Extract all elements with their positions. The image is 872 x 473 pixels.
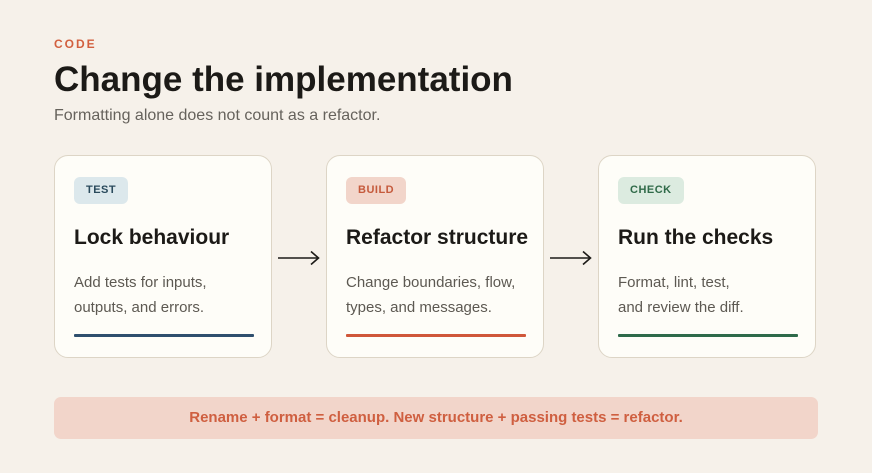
step-accent-bar-check: [618, 334, 798, 337]
page-title: Change the implementation: [54, 60, 513, 99]
step-description-line: types, and messages.: [346, 299, 492, 316]
step-title-build: Refactor structure: [346, 226, 529, 249]
summary-callout: Rename + format = cleanup. New structure…: [54, 397, 818, 439]
step-card-check: CHECK Run the checks Format, lint, test,…: [598, 155, 816, 358]
step-badge-build: BUILD: [346, 177, 407, 204]
step-badge-check: CHECK: [618, 177, 684, 204]
step-description-line: outputs, and errors.: [74, 299, 205, 316]
step-title-check: Run the checks: [618, 226, 774, 249]
step-description-test: Add tests for inputs, outputs, and error…: [74, 270, 207, 320]
step-title-test: Lock behaviour: [74, 226, 230, 249]
step-accent-bar-test: [74, 334, 254, 337]
page-subtitle: Formatting alone does not count as a ref…: [54, 107, 381, 124]
step-description-line: Format, lint, test,: [618, 274, 730, 291]
step-accent-bar-build: [346, 334, 526, 337]
step-description-check: Format, lint, test, and review the diff.: [618, 270, 744, 320]
flow-arrow-icon: [550, 250, 592, 266]
step-description-build: Change boundaries, flow, types, and mess…: [346, 270, 515, 320]
step-description-line: and review the diff.: [618, 299, 744, 316]
step-card-build: BUILD Refactor structure Change boundari…: [326, 155, 544, 358]
step-description-line: Add tests for inputs,: [74, 274, 207, 291]
step-badge-test: TEST: [74, 177, 129, 204]
flow-arrow-icon: [278, 250, 320, 266]
step-description-line: Change boundaries, flow,: [346, 274, 516, 291]
section-eyebrow: CODE: [54, 37, 97, 51]
step-card-test: TEST Lock behaviour Add tests for inputs…: [54, 155, 272, 358]
